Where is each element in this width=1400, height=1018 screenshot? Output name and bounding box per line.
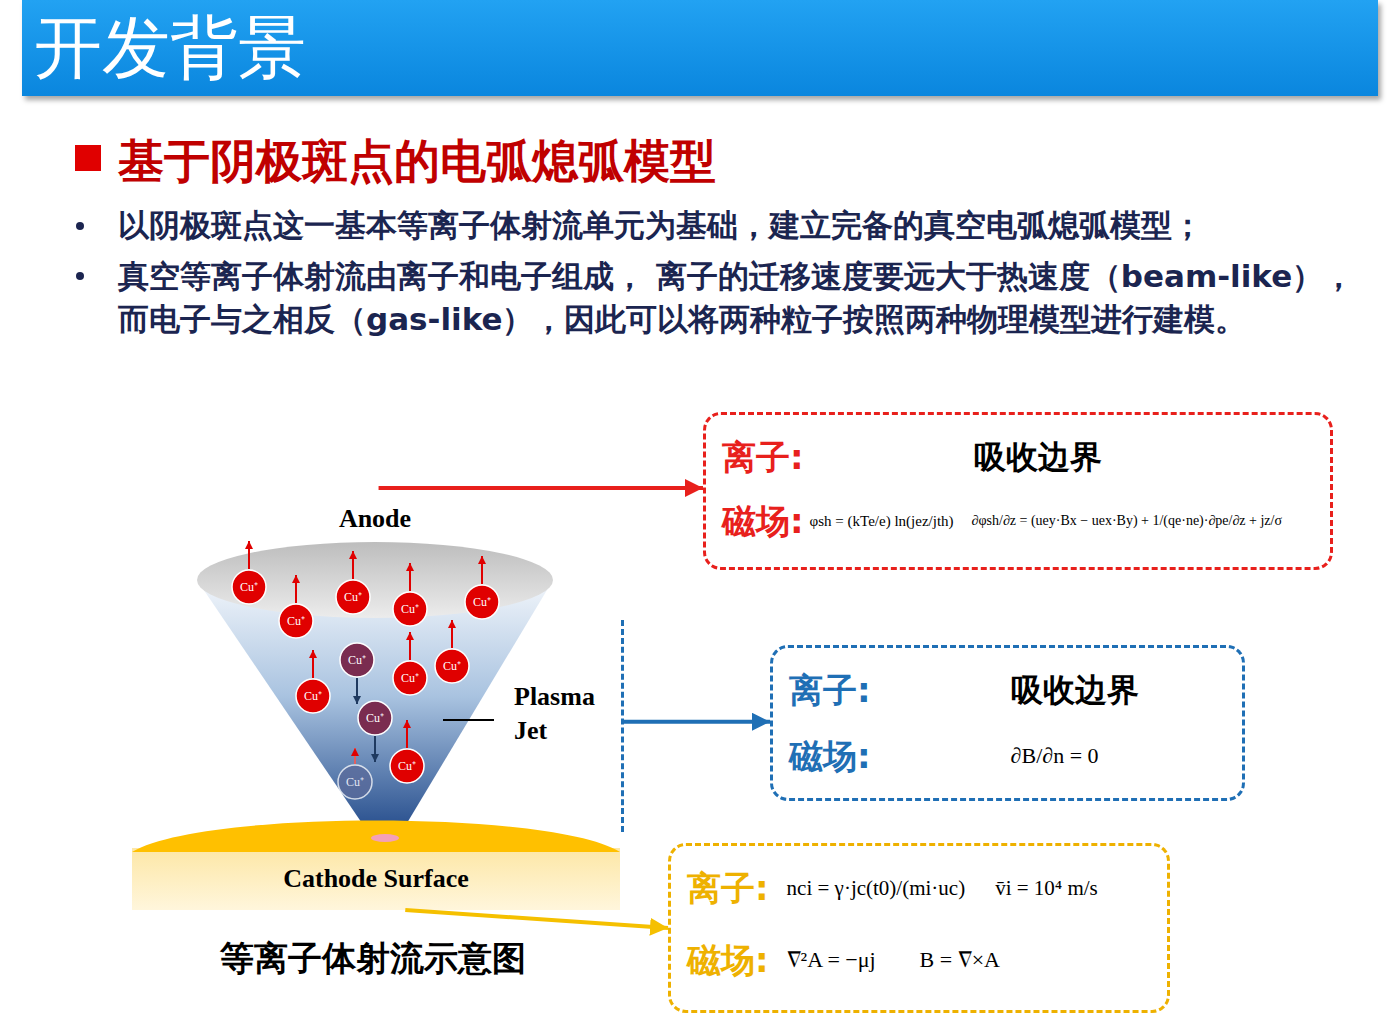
- velocity-arrow: [451, 620, 453, 648]
- red-boundary-box: 离子: 吸收边界磁场: φsh = (kTe/e) ln(jez/jth) ∂φsh/…: [703, 412, 1333, 570]
- ion-label: Cu⁺: [232, 570, 266, 604]
- anode-disc: [197, 542, 553, 618]
- ion-label: Cu⁺: [393, 592, 427, 626]
- field-value: 吸收边界: [1011, 668, 1139, 712]
- formula-text: B = ∇×A: [920, 946, 1000, 974]
- ion-particle: [393, 632, 427, 695]
- formula-text: ∂φsh/∂z = (uey·Bx − uex·By) + 1/(qe·ne)·…: [972, 511, 1282, 531]
- title-bar: 开发背景: [22, 0, 1378, 96]
- ion-label: Cu⁺: [279, 604, 313, 638]
- ion-label: Cu⁺: [336, 580, 370, 614]
- ion-label: Cu⁺: [358, 701, 392, 735]
- ion-label: Cu⁺: [338, 765, 372, 799]
- page-title: 开发背景: [34, 6, 306, 90]
- ion-label: Cu⁺: [435, 649, 469, 683]
- ion-circle: [390, 749, 424, 783]
- velocity-arrow: [409, 632, 411, 660]
- ion-particle: [232, 541, 266, 604]
- velocity-arrow: [248, 541, 250, 569]
- connector-arrow: [379, 486, 703, 490]
- field-key: 离子:: [687, 866, 769, 910]
- blue-boundary-box: 离子: 吸收边界磁场: ∂B/∂n = 0: [770, 645, 1245, 801]
- ion-circle: [279, 604, 313, 638]
- ion-particle: [296, 650, 330, 713]
- ion-circle: [296, 679, 330, 713]
- leader-line: [443, 719, 494, 721]
- ion-circle: [336, 580, 370, 614]
- node-label: Anode: [197, 502, 553, 536]
- ion-circle: [393, 661, 427, 695]
- heading-marker: [75, 145, 101, 171]
- ion-label: Cu⁺: [465, 585, 499, 619]
- formula-text: ∂B/∂n = 0: [1011, 742, 1099, 770]
- bullet-dot: [76, 222, 84, 230]
- ion-circle: [338, 765, 372, 799]
- velocity-arrow: [481, 556, 483, 584]
- formula-text: nci = γ·jc(t0)/(mi·uc): [787, 875, 966, 902]
- ion-circle: [340, 643, 374, 677]
- connector-arrow: [405, 910, 668, 928]
- ion-circle: [393, 592, 427, 626]
- connector-arrow: [624, 720, 770, 724]
- velocity-arrow: [354, 748, 356, 764]
- velocity-arrow: [409, 563, 411, 591]
- formula-text: ∇²A = −μj: [787, 946, 876, 974]
- bullet-text: 以阴极斑点这一基本等离子体射流单元为基础，建立完备的真空电弧熄弧模型；: [118, 204, 1393, 247]
- velocity-arrow: [356, 678, 358, 704]
- ion-particle: [340, 643, 374, 704]
- ion-label: Cu⁺: [390, 749, 424, 783]
- field-key: 离子:: [789, 668, 871, 712]
- ion-label: Cu⁺: [296, 679, 330, 713]
- field-key: 磁场:: [687, 938, 769, 982]
- ion-particle: [465, 556, 499, 619]
- field-key: 磁场:: [722, 499, 804, 543]
- node-label: Cathode Surface: [132, 862, 620, 896]
- ion-circle: [465, 585, 499, 619]
- bullet-text: 真空等离子体射流由离子和电子组成， 离子的迁移速度要远大于热速度（beam-li…: [118, 255, 1358, 341]
- cathode-top: [132, 821, 620, 853]
- velocity-arrow: [312, 650, 314, 678]
- field-key: 离子:: [722, 435, 804, 479]
- ion-particle: [336, 551, 370, 614]
- cathode-spot: [371, 834, 399, 842]
- ion-circle: [232, 570, 266, 604]
- yellow-boundary-box: 离子: nci = γ·jc(t0)/(mi·uc) v̄i = 10⁴ m/s 磁场…: [668, 843, 1170, 1013]
- node-label: Plasma Jet: [514, 680, 617, 748]
- field-key: 磁场:: [789, 734, 871, 778]
- ion-label: Cu⁺: [340, 643, 374, 677]
- ion-particle: [358, 701, 392, 762]
- figure-caption: 等离子体射流示意图: [220, 936, 526, 980]
- ion-particle: [279, 575, 313, 638]
- velocity-arrow: [295, 575, 297, 603]
- ion-particle: [338, 748, 372, 799]
- formula-text: v̄i = 10⁴ m/s: [995, 875, 1098, 902]
- velocity-arrow: [406, 720, 408, 748]
- bullet-dot: [76, 272, 84, 280]
- ion-circle: [358, 701, 392, 735]
- section-heading: 基于阴极斑点的电弧熄弧模型: [118, 133, 716, 189]
- ion-circle: [435, 649, 469, 683]
- ion-particle: [390, 720, 424, 783]
- ion-particle: [435, 620, 469, 683]
- anode-node: Anode: [197, 488, 553, 618]
- field-value: 吸收边界: [974, 435, 1102, 479]
- cathode-node: Cathode Surface: [132, 856, 620, 910]
- velocity-arrow: [352, 551, 354, 579]
- cathode-slab: [132, 848, 620, 910]
- ion-particle: [393, 563, 427, 626]
- formula-text: φsh = (kTe/e) ln(jez/jth): [810, 511, 954, 532]
- velocity-arrow: [374, 736, 376, 762]
- plasma-jet-node: Plasma Jet: [500, 620, 624, 832]
- ion-label: Cu⁺: [393, 661, 427, 695]
